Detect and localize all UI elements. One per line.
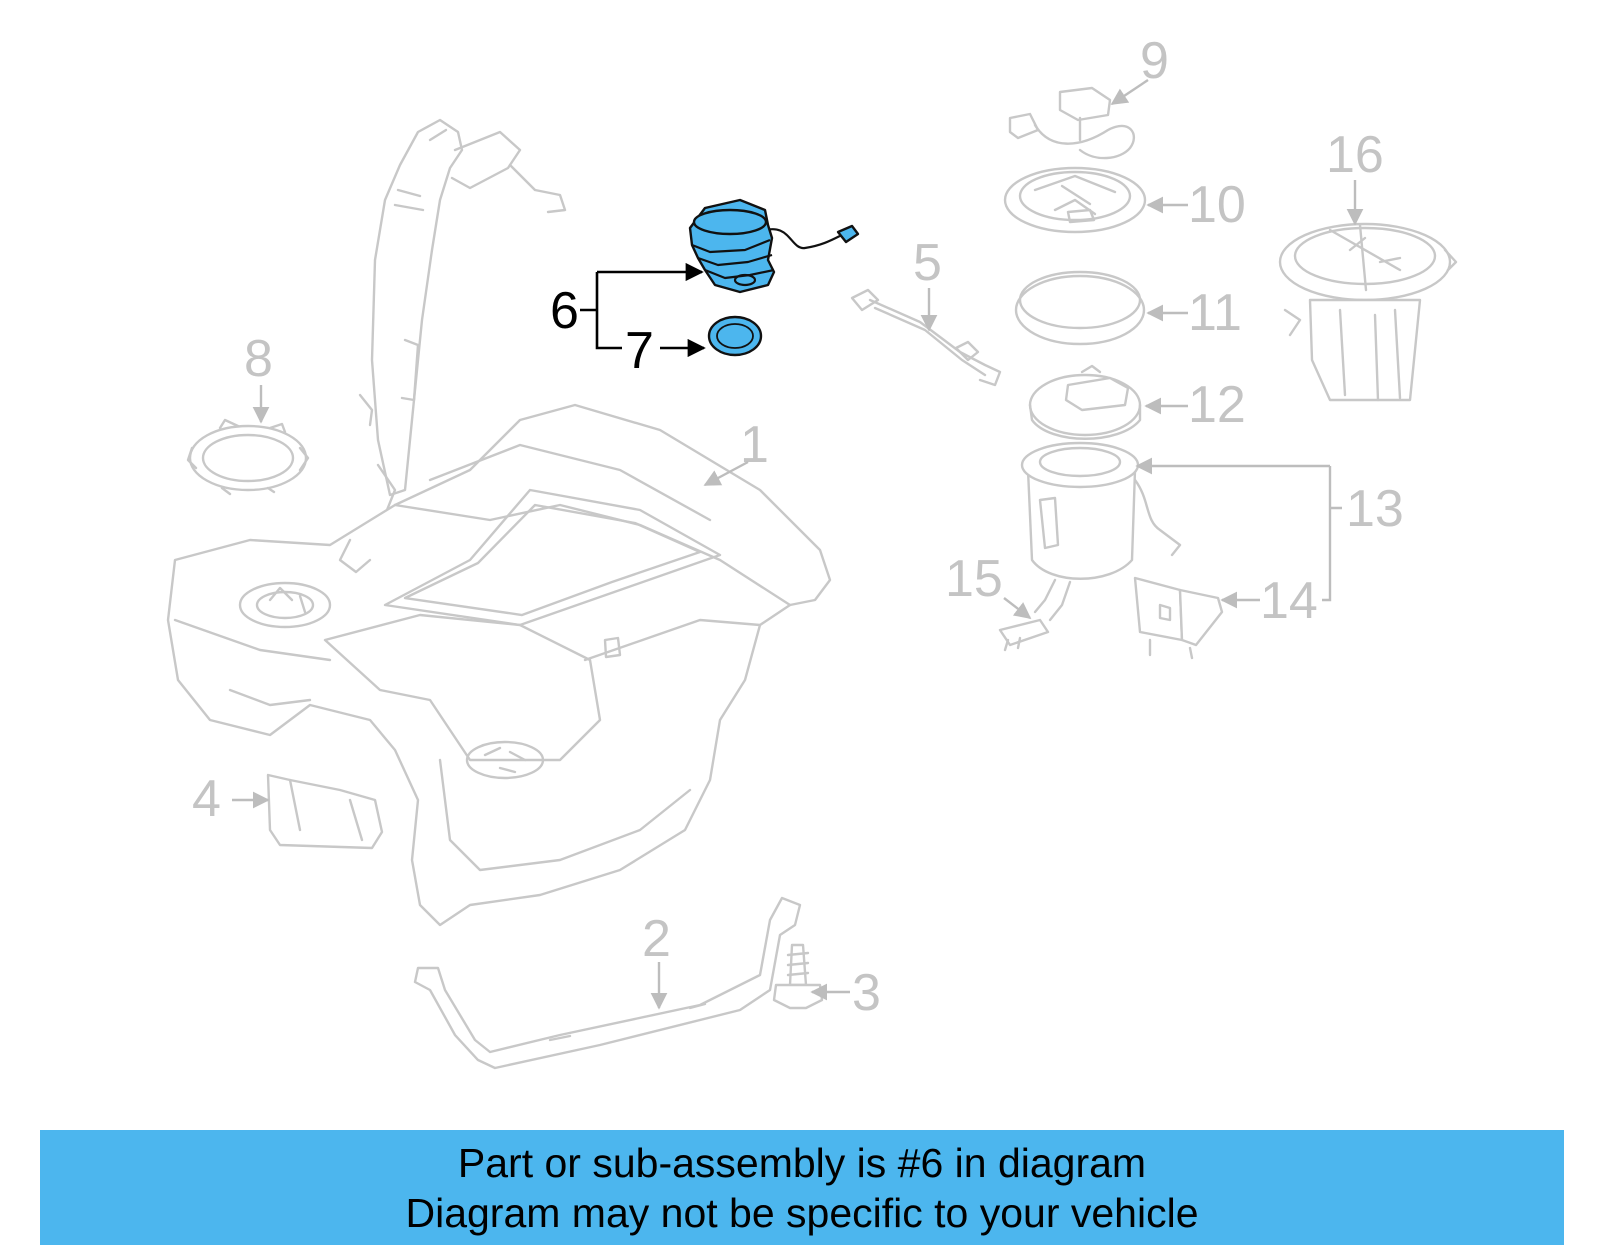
- fuel-tank-part: [166, 403, 832, 927]
- callout-5: 5: [913, 234, 942, 292]
- parts-diagram: 1 2 3 4 5: [166, 32, 1458, 1070]
- tank-strap-part: [413, 896, 802, 1070]
- highlighted-part-7: [707, 315, 763, 357]
- highlighted-part-6: [688, 198, 860, 294]
- bolt-part: [772, 943, 824, 1010]
- callout-10: 10: [1188, 176, 1246, 234]
- callout-9: 9: [1140, 32, 1169, 90]
- caption-line-1: Part or sub-assembly is #6 in diagram: [457, 1139, 1147, 1186]
- callout-4: 4: [192, 770, 221, 828]
- callout-8: 8: [244, 330, 273, 388]
- lock-ring-part: [186, 418, 310, 496]
- alt-pump-assembly-part: [1278, 222, 1458, 402]
- seal-ring-part: [1014, 270, 1146, 346]
- callout-12: 12: [1188, 376, 1246, 434]
- callout-3: 3: [852, 964, 881, 1022]
- connector-part: [998, 618, 1050, 652]
- sensor-wire-part: [850, 288, 1002, 387]
- wiring-harness-part: [1008, 86, 1136, 160]
- mounting-plate-part: [1133, 576, 1224, 660]
- callout-13: 13: [1346, 480, 1404, 538]
- callout-14: 14: [1260, 572, 1318, 630]
- callout-15: 15: [945, 550, 1003, 608]
- callout-11: 11: [1188, 284, 1242, 342]
- caption-line-2: Diagram may not be specific to your vehi…: [405, 1189, 1199, 1236]
- callout-2: 2: [642, 910, 671, 968]
- caption-banner: Part or sub-assembly is #6 in diagram Di…: [40, 1130, 1564, 1245]
- pump-module-part: [1020, 441, 1182, 622]
- callout-16: 16: [1326, 126, 1384, 184]
- flange-part: [1003, 166, 1147, 234]
- bracket-part: [266, 773, 384, 850]
- callout-6: 6: [550, 282, 579, 340]
- pump-top-part: [1028, 364, 1142, 440]
- callout-7: 7: [625, 322, 654, 380]
